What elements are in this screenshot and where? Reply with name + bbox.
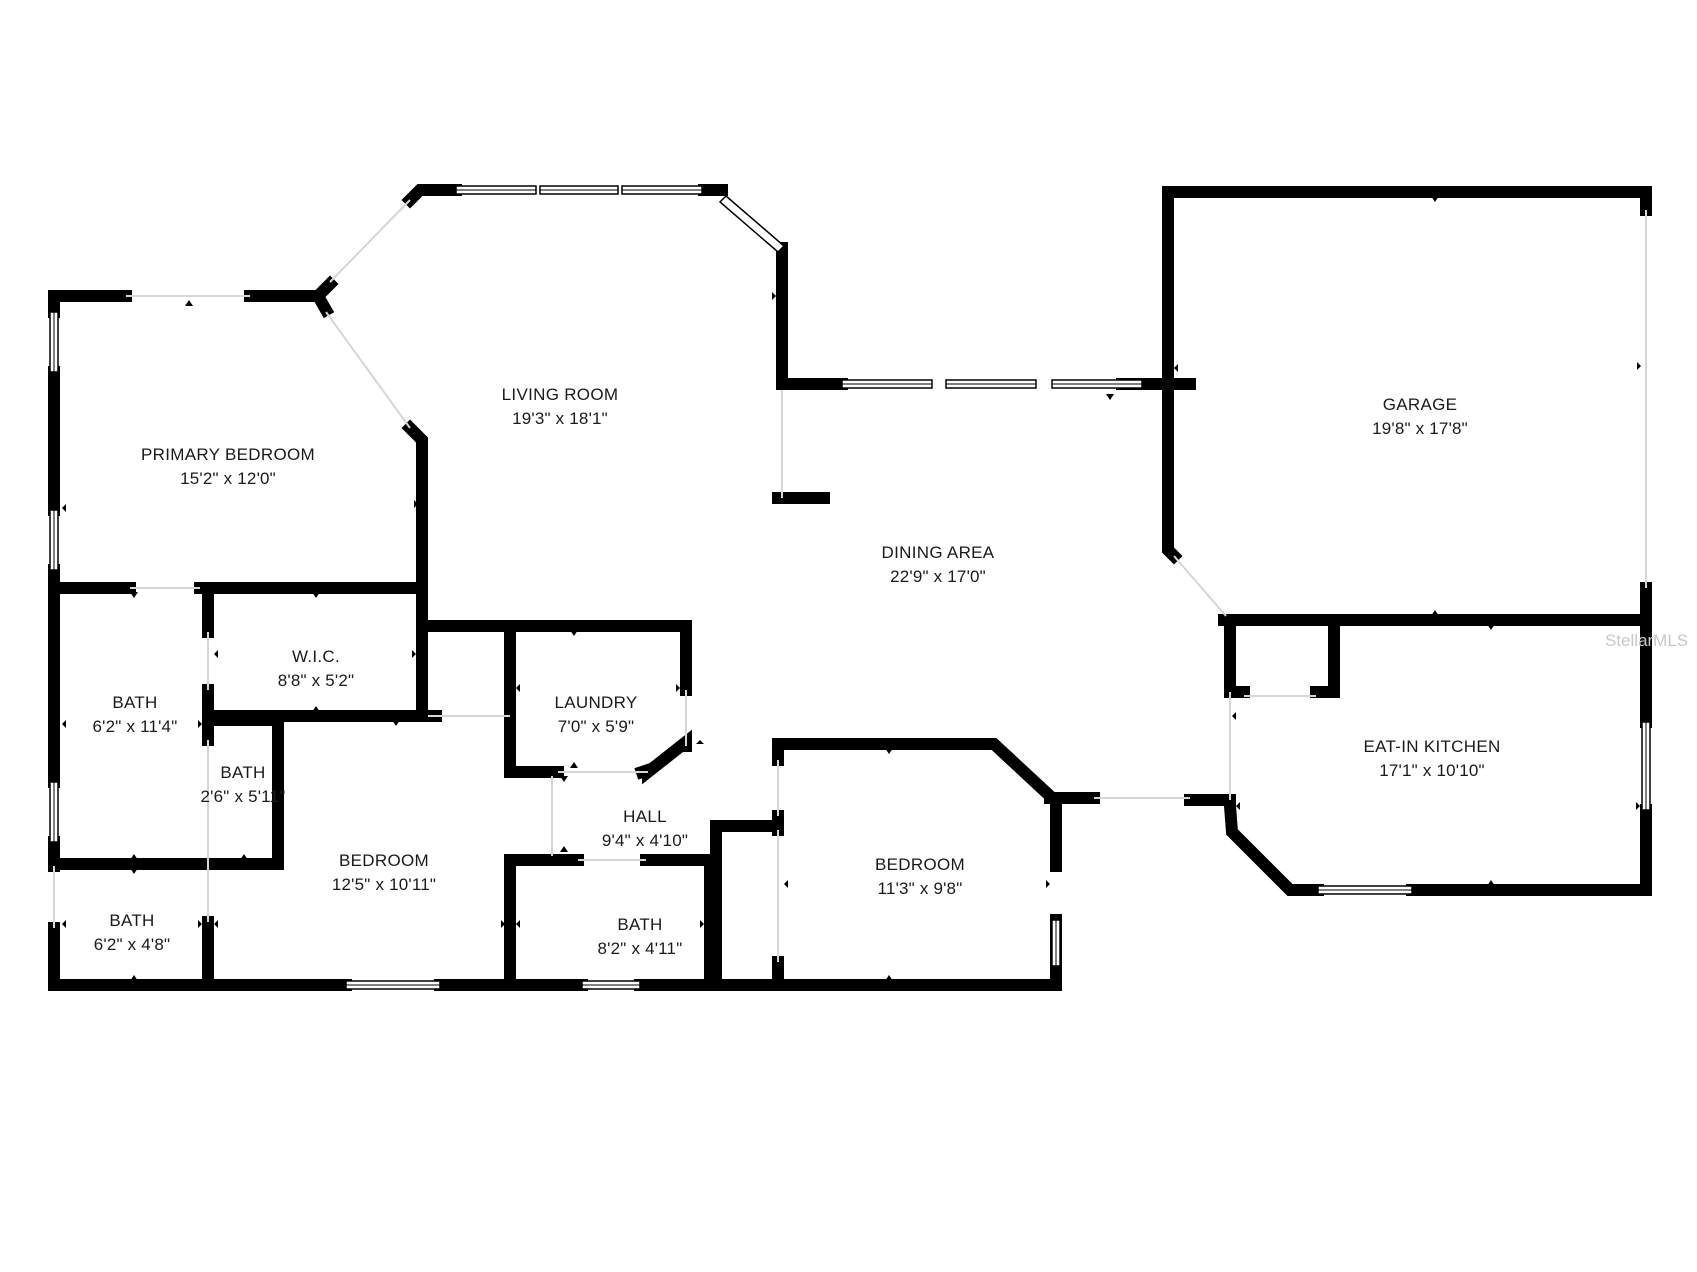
room-name-eat-in-kitchen: EAT-IN KITCHEN [1363,737,1500,756]
room-dims-living-room: 19'3" x 18'1" [512,409,608,428]
openings [53,199,1647,962]
room-dims-garage: 19'8" x 17'8" [1372,419,1468,438]
room-name-garage: GARAGE [1383,395,1458,414]
room-dims-bedroom-2: 11'3" x 9'8" [878,879,963,898]
room-name-primary-bedroom: PRIMARY BEDROOM [141,445,315,464]
room-dims-bath-4: 8'2" x 4'11" [598,939,683,958]
room-dims-bath-3: 6'2" x 4'8" [94,935,171,954]
room-labels: PRIMARY BEDROOM 15'2" x 12'0" LIVING ROO… [93,385,1501,958]
room-dims-bath-2: 2'6" x 5'11" [201,787,286,806]
room-name-dining-area: DINING AREA [882,543,995,562]
watermark: StellarMLS [1605,631,1688,650]
room-dims-hall: 9'4" x 4'10" [602,831,688,850]
room-name-bath-1: BATH [112,693,157,712]
room-name-bath-4: BATH [617,915,662,934]
room-name-bedroom-1: BEDROOM [339,851,429,870]
room-name-hall: HALL [623,807,667,826]
room-dims-bath-1: 6'2" x 11'4" [93,717,178,736]
room-dims-primary-bedroom: 15'2" x 12'0" [180,469,276,488]
room-dims-dining-area: 22'9" x 17'0" [890,567,986,586]
room-dims-laundry: 7'0" x 5'9" [558,717,635,736]
room-name-bath-2: BATH [220,763,265,782]
room-name-bath-3: BATH [109,911,154,930]
windows [49,185,1651,990]
room-name-wic: W.I.C. [292,647,340,666]
room-dims-bedroom-1: 12'5" x 10'11" [332,875,436,894]
room-dims-eat-in-kitchen: 17'1" x 10'10" [1379,761,1485,780]
room-name-laundry: LAUNDRY [554,693,637,712]
room-dims-wic: 8'8" x 5'2" [278,671,355,690]
walls [48,184,1652,991]
room-name-living-room: LIVING ROOM [502,385,619,404]
dimension-ticks [62,196,1641,981]
room-name-bedroom-2: BEDROOM [875,855,965,874]
